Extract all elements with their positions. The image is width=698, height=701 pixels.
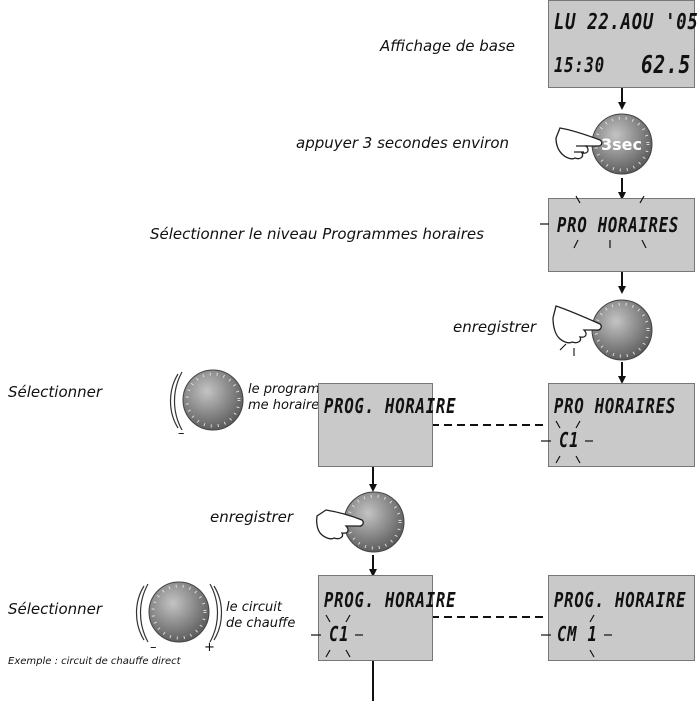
lcd-circuit-left-line2: C1 (329, 622, 350, 646)
label-circuit: le circuit de chauffe (226, 600, 306, 632)
lcd-prog-right-line1: PRO HORAIRES (554, 394, 677, 418)
rotate-arc-left (173, 371, 183, 431)
lcd-prog-right-line2: C1 (559, 428, 580, 452)
lcd-niveau-text: PRO HORAIRES (557, 213, 680, 237)
dial-circuit-select[interactable] (148, 581, 210, 643)
label-circuit-line1: le circuit (226, 600, 282, 615)
lcd-prog-select-right: PRO HORAIRES C1 (548, 383, 695, 467)
label-enregistrer-1: enregistrer (453, 318, 537, 336)
label-circuit-line2: de chauffe (226, 616, 296, 631)
label-programme-horaire-line1: le program- (248, 382, 325, 397)
label-selectionner-1: Sélectionner (8, 383, 103, 401)
lcd-circuit-right-line2: CM 1 (557, 622, 598, 646)
button-3sec-label: 3sec (601, 135, 642, 154)
dial-2-minus: – (150, 640, 157, 655)
label-programme-horaire-line2: me horaire (248, 398, 320, 413)
label-affichage-de-base: Affichage de base (380, 37, 515, 55)
lcd-circuit-left-line1: PROG. HORAIRE (324, 588, 457, 612)
label-selectionner-2: Sélectionner (8, 600, 103, 618)
hand-icon (315, 509, 364, 540)
label-exemple: Exemple : circuit de chauffe direct (8, 656, 181, 667)
label-selectionner-niveau: Sélectionner le niveau Programmes horair… (150, 225, 484, 243)
lcd-circuit-right: PROG. HORAIRE CM 1 (548, 575, 695, 661)
lcd-base-display: LU 22.AOU '05 15:30 62.5 (548, 0, 698, 88)
lcd-base-time: 15:30 (554, 53, 605, 77)
lcd-prog-select-left: PROG. HORAIRE (318, 383, 455, 467)
hand-icon (552, 305, 602, 344)
label-programme-horaire: le program- me horaire (248, 382, 328, 414)
dial-program-select[interactable] (182, 369, 244, 431)
label-enregistrer-2: enregistrer (210, 508, 294, 526)
lcd-base-temp: 62.5 (641, 50, 692, 79)
dial-2-plus: + (204, 640, 215, 655)
label-appuyer: appuyer 3 secondes environ (296, 134, 510, 152)
lcd-niveau-display: PRO HORAIRES (548, 198, 695, 272)
knob-enregistrer-1[interactable] (591, 299, 653, 361)
lcd-prog-left-line1: PROG. HORAIRE (324, 394, 457, 418)
lcd-circuit-right-line1: PROG. HORAIRE (554, 588, 687, 612)
lcd-base-date: LU 22.AOU '05 (554, 10, 698, 35)
lcd-circuit-left: PROG. HORAIRE C1 (318, 575, 455, 661)
dial-1-minus: – (178, 426, 185, 441)
